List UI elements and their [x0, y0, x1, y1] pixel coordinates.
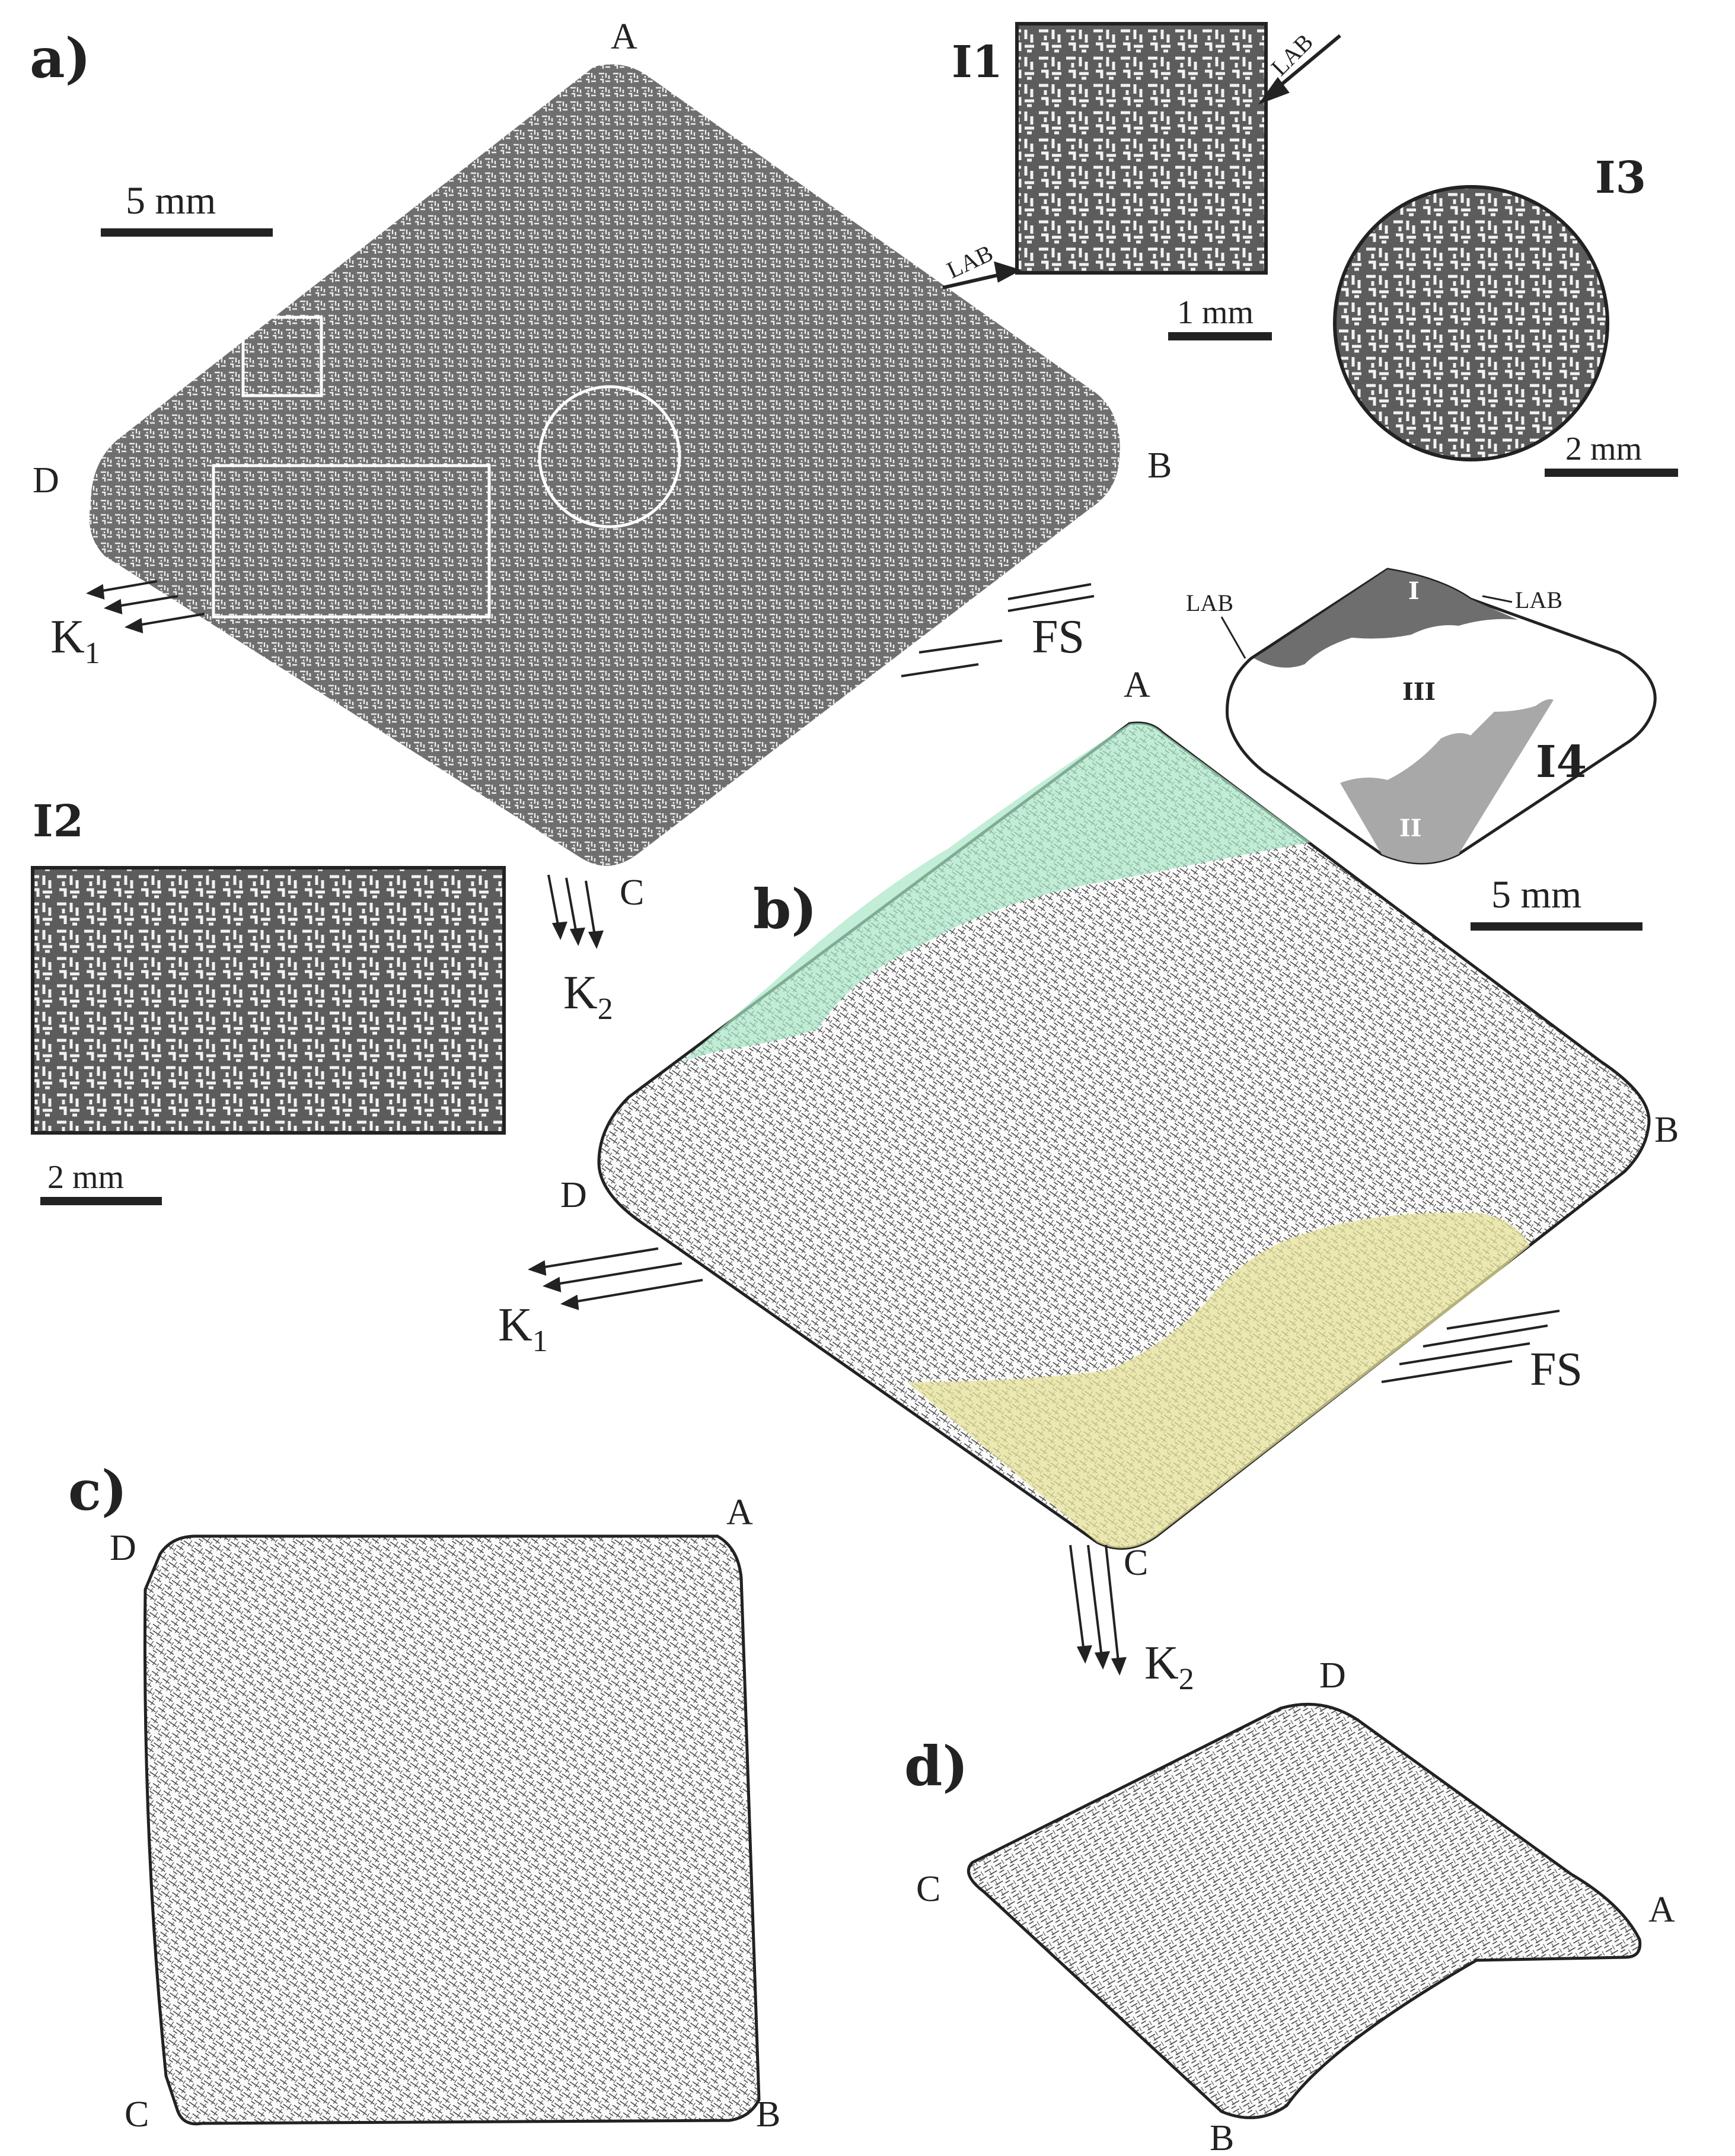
panel-a-corner-A: A [611, 17, 637, 57]
inset-i3-scale-bar: 2 mm [1545, 431, 1678, 477]
inset-i4-label: I4 [1536, 737, 1587, 788]
panel-b: b) A B C D 5 mm K1 FS K2 [498, 665, 1679, 1696]
panel-b-k1-arrows [528, 1247, 703, 1310]
panel-a-roi-i2 [212, 464, 491, 619]
panel-c-label: c) [68, 1458, 127, 1523]
panel-a-roi-i1 [241, 316, 323, 397]
inset-i1-scale-bar: 1 mm [1168, 294, 1272, 340]
inset-i2-label: I2 [33, 796, 84, 847]
inset-i3-label: I3 [1595, 152, 1646, 203]
panel-c-specimen [143, 1534, 761, 2126]
inset-i2-scale-bar: 2 mm [40, 1159, 162, 1205]
panel-b-corner-C: C [1124, 1543, 1148, 1583]
panel-b-k1-label: K1 [498, 1299, 548, 1358]
panel-d-corner-B: B [1210, 2118, 1234, 2156]
panel-b-k2-arrows [1069, 1544, 1127, 1676]
panel-a-label: a) [30, 26, 91, 90]
inset-i4-lab-left-pointer [1220, 616, 1246, 659]
panel-a-k2-arrows [547, 874, 604, 949]
panel-c-corner-D: D [110, 1528, 136, 1568]
inset-i4-region-II [1340, 699, 1554, 863]
panel-b-fs-lines [1381, 1310, 1560, 1383]
inset-i3: I3 2 mm [1333, 152, 1678, 477]
inset-i1-arrow-bottom [942, 261, 1022, 289]
panel-c-corner-B: B [756, 2094, 780, 2135]
inset-i4-lab-right: LAB [1515, 587, 1562, 613]
panel-a-k2-label: K2 [563, 967, 613, 1026]
panel-b-label: b) [753, 877, 817, 941]
inset-i4-lab-left: LAB [1186, 590, 1233, 616]
panel-b-scale-text: 5 mm [1491, 873, 1581, 916]
panel-d: d) D A B C [904, 1655, 1675, 2156]
inset-i1: I1 LAB LAB 1 mm [942, 22, 1341, 340]
panel-d-label: d) [904, 1734, 968, 1798]
inset-i3-scale-text: 2 mm [1565, 431, 1642, 467]
panel-a-scale-bar: 5 mm [101, 179, 273, 237]
inset-i2-image [31, 866, 506, 1135]
inset-i1-label: I1 [952, 37, 1003, 88]
panel-a: a) A B C D 5 mm K1 FS K2 [30, 17, 1172, 1026]
panel-d-specimen [967, 1702, 1642, 2119]
panel-c-corner-C: C [125, 2094, 149, 2135]
panel-b-corner-A: A [1124, 665, 1150, 705]
panel-a-fs-lines [901, 583, 1095, 677]
panel-b-fs-label: FS [1530, 1343, 1583, 1396]
inset-i3-border [1333, 185, 1609, 461]
inset-i1-scale-text: 1 mm [1177, 294, 1254, 331]
panel-a-corner-D: D [33, 460, 59, 501]
panel-c-corner-A: A [726, 1492, 753, 1533]
panel-b-corner-B: B [1654, 1110, 1679, 1150]
panel-c: c) A B C D [68, 1458, 780, 2135]
panel-b-scale-bar: 5 mm [1471, 873, 1642, 931]
inset-i4-region-III-label: III [1402, 678, 1436, 706]
panel-a-corner-C: C [620, 872, 644, 913]
inset-i1-image [1015, 22, 1268, 275]
panel-a-scale-text: 5 mm [126, 179, 216, 222]
inset-i4-region-I-label: I [1408, 577, 1420, 605]
panel-d-corner-A: A [1648, 1890, 1675, 1930]
panel-b-k2-label: K2 [1144, 1637, 1194, 1696]
inset-i3-image [1335, 187, 1608, 460]
inset-i2: I2 2 mm [31, 796, 506, 1205]
inset-i4-region-I [1254, 569, 1518, 668]
panel-a-corner-B: B [1147, 445, 1172, 486]
inset-i2-scale-text: 2 mm [47, 1159, 124, 1196]
panel-a-specimen [85, 60, 1124, 870]
panel-a-k1-label: K1 [50, 611, 100, 670]
inset-i1-lab-top: LAB [1266, 28, 1318, 81]
inset-i4: I II III LAB LAB I4 [1186, 568, 1657, 865]
inset-i4-lab-right-pointer [1482, 595, 1513, 603]
inset-i1-arrow-top [1258, 34, 1341, 105]
panel-a-roi-i3 [538, 385, 681, 528]
panel-b-green-overlay [682, 723, 1310, 1062]
panel-a-fs-label: FS [1032, 611, 1085, 663]
panel-b-yellow-overlay [907, 1212, 1530, 1549]
panel-a-k1-arrows [86, 580, 205, 633]
panel-d-corner-D: D [1319, 1655, 1346, 1696]
panel-b-corner-D: D [560, 1175, 587, 1215]
inset-i4-region-II-label: II [1399, 814, 1421, 842]
panel-d-corner-C: C [916, 1869, 940, 1909]
